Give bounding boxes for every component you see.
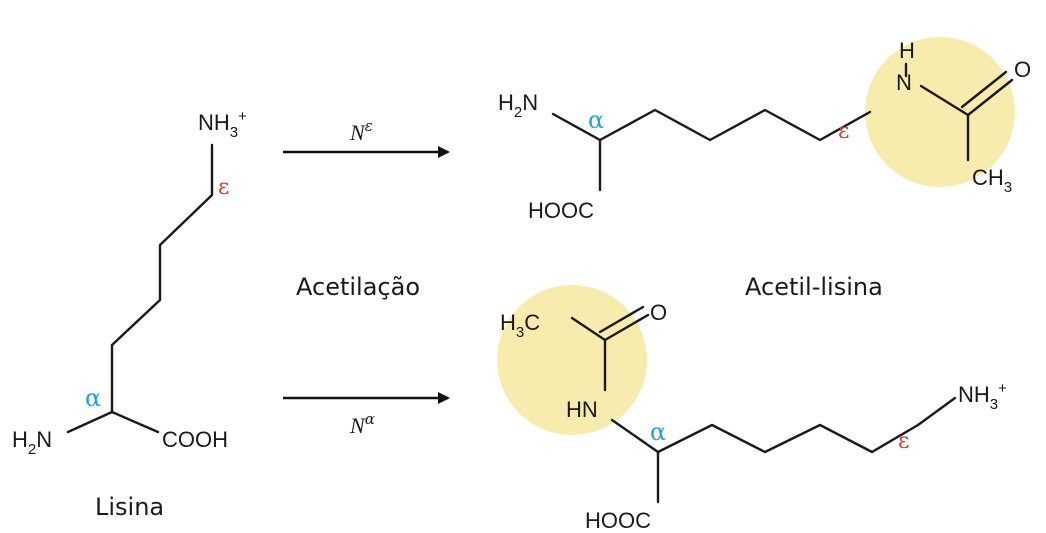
lysine-alpha-label: α [85,384,101,412]
arrow-bottom-label: Nα [349,410,375,438]
lysine-structure: NH3+ ε α H2N COOH [12,108,247,458]
top-product-h2n-label: H2N [498,90,538,121]
bottom-product-hooc-label: HOOC [585,508,651,533]
bottom-product-bond-carbonyl-2 [598,305,645,334]
top-product-o-label: O [1014,57,1031,82]
bottom-product-epsilon-label: ε [898,429,909,454]
lysine-bond-amine [66,410,114,434]
arrow-top-label: Nε [349,117,373,145]
bottom-product-chain-bonds [656,396,957,454]
bottom-product-bond-carbonyl-1 [603,313,650,342]
acetyl-highlight-bottom [497,285,647,435]
acetylation-caption: Acetilação [296,273,420,301]
bottom-product-bond-methyl [570,316,607,342]
top-product-hooc-label: HOOC [528,198,594,223]
acetyl-lysine-caption: Acetil-lisina [745,273,883,301]
top-product-n-label: N [896,70,912,95]
lysine-epsilon-label: ε [218,175,229,200]
lysine-caption: Lisina [95,493,164,521]
top-product-h-label: H [899,38,915,63]
bottom-product-alpha-label: α [650,418,666,446]
top-product-bond-carbonyl-2 [960,70,1008,109]
lysine-cooh-label: COOH [162,427,228,452]
top-product-alpha-label: α [588,106,604,134]
n-alpha-acetyl-lysine: H3C O HN α HOOC ε NH3+ [500,300,1007,533]
lysine-h2n-label: H2N [12,427,52,458]
bottom-product-nh3-label: NH3+ [958,380,1007,413]
bottom-product-h3c-label: H3C [500,310,540,341]
top-product-ch3-label: CH3 [972,165,1012,196]
top-product-epsilon-label: ε [838,119,849,144]
top-product-bond-carbonyl-1 [966,78,1014,117]
lysine-bond-carboxyl [110,410,160,434]
bottom-product-o-label: O [650,300,667,325]
n-epsilon-acetyl-lysine: H2N α HOOC ε H N O CH3 [498,38,1031,223]
lysine-nh3-label: NH3+ [198,108,247,141]
top-product-bond-n-c [919,84,970,117]
acetyl-highlight-top [865,37,1015,187]
lysine-bonds [110,143,214,414]
bottom-product-hn-label: HN [566,397,598,422]
bottom-product-bond-n-ca [610,418,660,454]
